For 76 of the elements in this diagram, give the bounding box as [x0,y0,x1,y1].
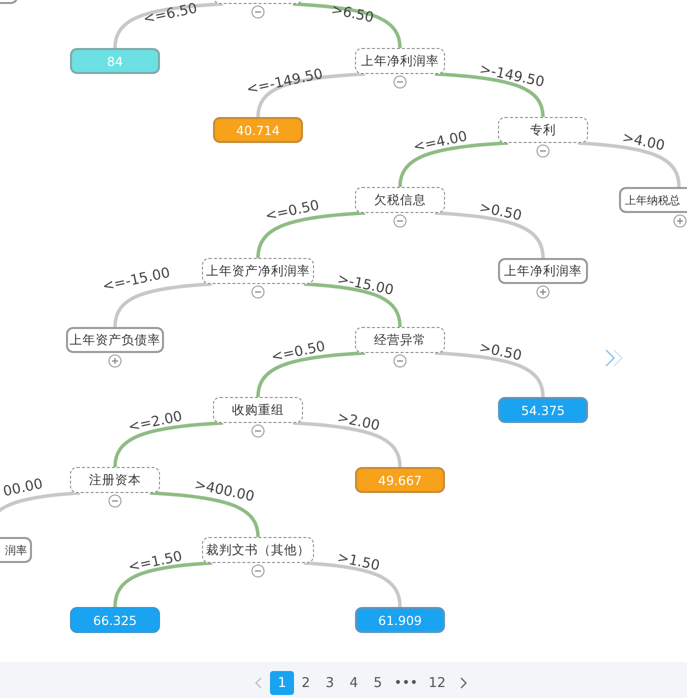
tree-branch [256,211,366,258]
edge-label: <=4.00 [410,128,470,156]
edge-label: >-15.00 [334,271,396,299]
edge-label: >1.50 [334,550,382,574]
leaf-node [70,607,160,633]
node-label: 上年净利润率 [361,52,439,70]
tree-branch [434,72,545,118]
decision-node [213,397,303,423]
node-label: 40.714 [236,122,280,138]
page-link: 5 [374,674,382,693]
edge-label: <=0.50 [262,197,322,225]
leaf-node [70,48,160,74]
node-label: 上年纳税总 [625,192,680,208]
edge-label: >400.00 [192,476,256,506]
node-label: 上年净利润率 [504,262,582,280]
tree-branch [398,141,508,188]
edge-label: <=1.50 [125,548,184,576]
edge-label: >4.00 [619,130,667,154]
decision-node [70,467,160,493]
node-label: 欠税信息 [374,192,426,208]
node-label: 61.909 [378,612,422,628]
edge-label: >-149.50 [477,61,547,91]
tree-branch [434,351,545,398]
tree-branch [434,211,545,258]
collapsed-node [66,327,164,353]
edge-label: 00.00 [0,476,46,500]
tree-branch [304,561,402,608]
node-label: 84 [107,54,123,68]
page-link: 12 [428,674,446,693]
node-label: 66.325 [93,612,137,628]
tree-branch [292,421,402,468]
edge-label: >0.50 [476,340,524,364]
leaf-node [355,467,445,493]
decision-node [355,327,445,353]
leaf-node [355,607,445,633]
tree-branch [150,491,260,538]
node-label: 注册资本 [89,472,141,488]
node-label: 经营异常 [374,332,426,348]
decision-node [202,258,314,284]
node-label: 润率 [5,542,27,558]
tree-branch [113,561,212,608]
edge-label: <=0.50 [268,338,328,366]
current-page-button: 1 [270,671,294,695]
node-label: 49.667 [378,472,422,488]
tree-branch [292,2,402,48]
tree-branch [256,351,366,398]
edge-label: <=6.50 [140,0,200,28]
edge-label: >6.50 [328,2,376,26]
page-ellipsis: ••• [394,674,418,693]
node-label: 54.375 [521,402,565,418]
tree-branch [113,2,224,48]
edge-label: >2.00 [334,410,382,434]
edge-label: >0.50 [476,200,524,224]
tree-branch [113,421,224,468]
tree-branch [578,141,681,188]
node-label: 专利 [530,122,556,138]
node-label: 裁判文书（其他） [206,542,310,558]
tree-branch [304,282,402,328]
page-link: 4 [350,674,358,693]
collapsed-node [498,258,588,284]
edge-label: <=2.00 [125,408,184,436]
decision-node [355,48,445,74]
node-label: 上年资产负债率 [70,332,160,348]
decision-node [498,117,588,143]
tree-branch [113,282,212,328]
page-link: 2 [302,674,310,693]
decision-node [202,537,314,563]
leaf-node [498,397,588,423]
edge-label: <=-149.50 [244,66,326,98]
tree-branch [256,72,366,118]
decision-node [355,187,445,213]
leaf-node [213,117,303,143]
node-label: 收购重组 [232,402,284,418]
node-label: 上年资产净利润率 [206,262,310,280]
edge-label: <=-15.00 [100,264,172,296]
page-link: 3 [326,674,334,693]
